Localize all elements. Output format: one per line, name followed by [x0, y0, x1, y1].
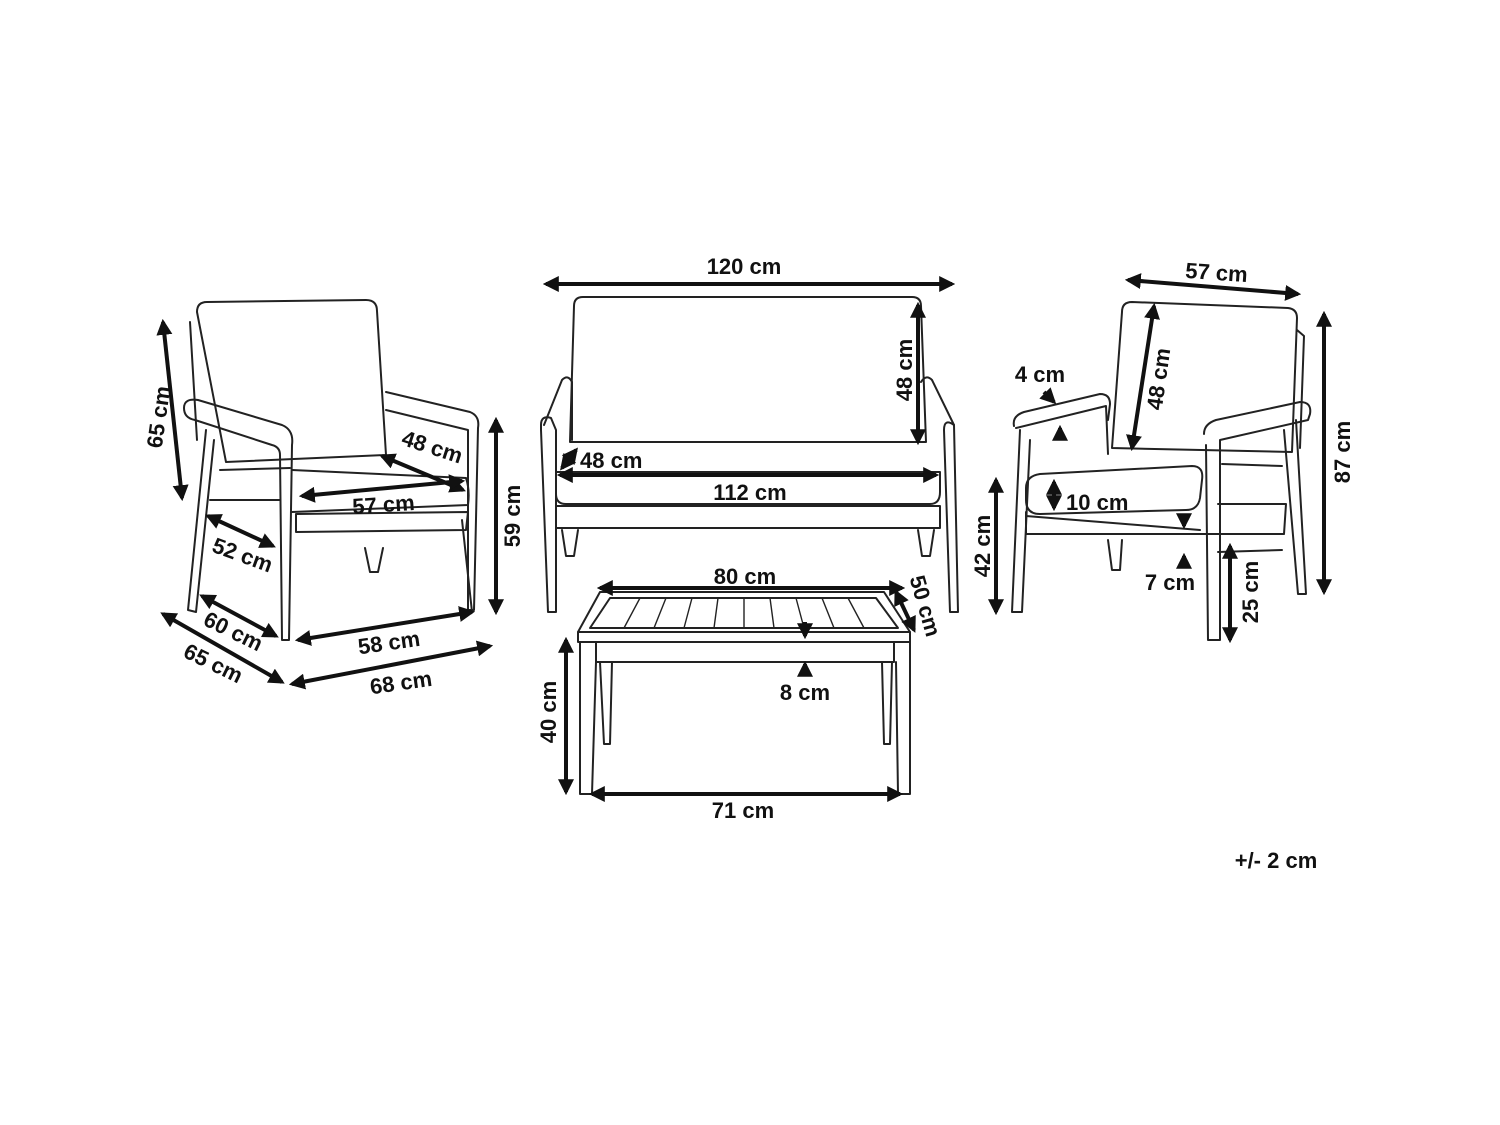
label-cushion-thickness: 10 cm: [1066, 490, 1128, 515]
label-sofa-width: 120 cm: [707, 254, 782, 279]
armchair-left-dimensions: [156, 318, 504, 690]
armchair-right-labels: 57 cm 48 cm 4 cm 10 cm 42 cm 7 cm 25 cm …: [970, 258, 1355, 623]
label-seat-width: 57 cm: [351, 490, 415, 519]
label-seat-depth: 52 cm: [209, 533, 276, 578]
sofa-labels: 120 cm 48 cm 48 cm 112 cm: [580, 254, 917, 505]
table-slats: [623, 597, 865, 629]
label-frame-thickness: 7 cm: [1145, 570, 1195, 595]
label-leg-height: 25 cm: [1238, 561, 1263, 623]
armchair-right-dimensions: [988, 273, 1332, 644]
label-table-height: 40 cm: [536, 681, 561, 743]
label-table-top-depth: 50 cm: [905, 573, 946, 640]
label-back-height: 65 cm: [142, 384, 175, 449]
table-labels: 80 cm 50 cm 8 cm 40 cm 71 cm: [536, 564, 946, 823]
label-total-width: 68 cm: [368, 666, 433, 699]
label-arm-thickness: 4 cm: [1015, 362, 1065, 387]
label-table-base-width: 71 cm: [712, 798, 774, 823]
tolerance-note: +/- 2 cm: [1235, 848, 1318, 873]
table-drawing: [577, 591, 911, 795]
label-sofa-seat-width: 112 cm: [713, 480, 786, 505]
label-sofa-back-height: 48 cm: [892, 339, 917, 401]
sofa-dimensions: [542, 276, 956, 483]
label-sofa-seat-depth: 48 cm: [580, 448, 642, 473]
label-table-top-width: 80 cm: [714, 564, 776, 589]
label-seat-height: 42 cm: [970, 515, 995, 577]
label-table-apron: 8 cm: [780, 680, 830, 705]
armchair-left-drawing: [183, 299, 480, 641]
label-back-depth: 48 cm: [399, 425, 466, 468]
label-total-height: 87 cm: [1330, 421, 1355, 483]
label-back-width: 57 cm: [1185, 258, 1249, 287]
table-dimensions: [558, 580, 916, 802]
label-arm-height: 59 cm: [500, 485, 525, 547]
